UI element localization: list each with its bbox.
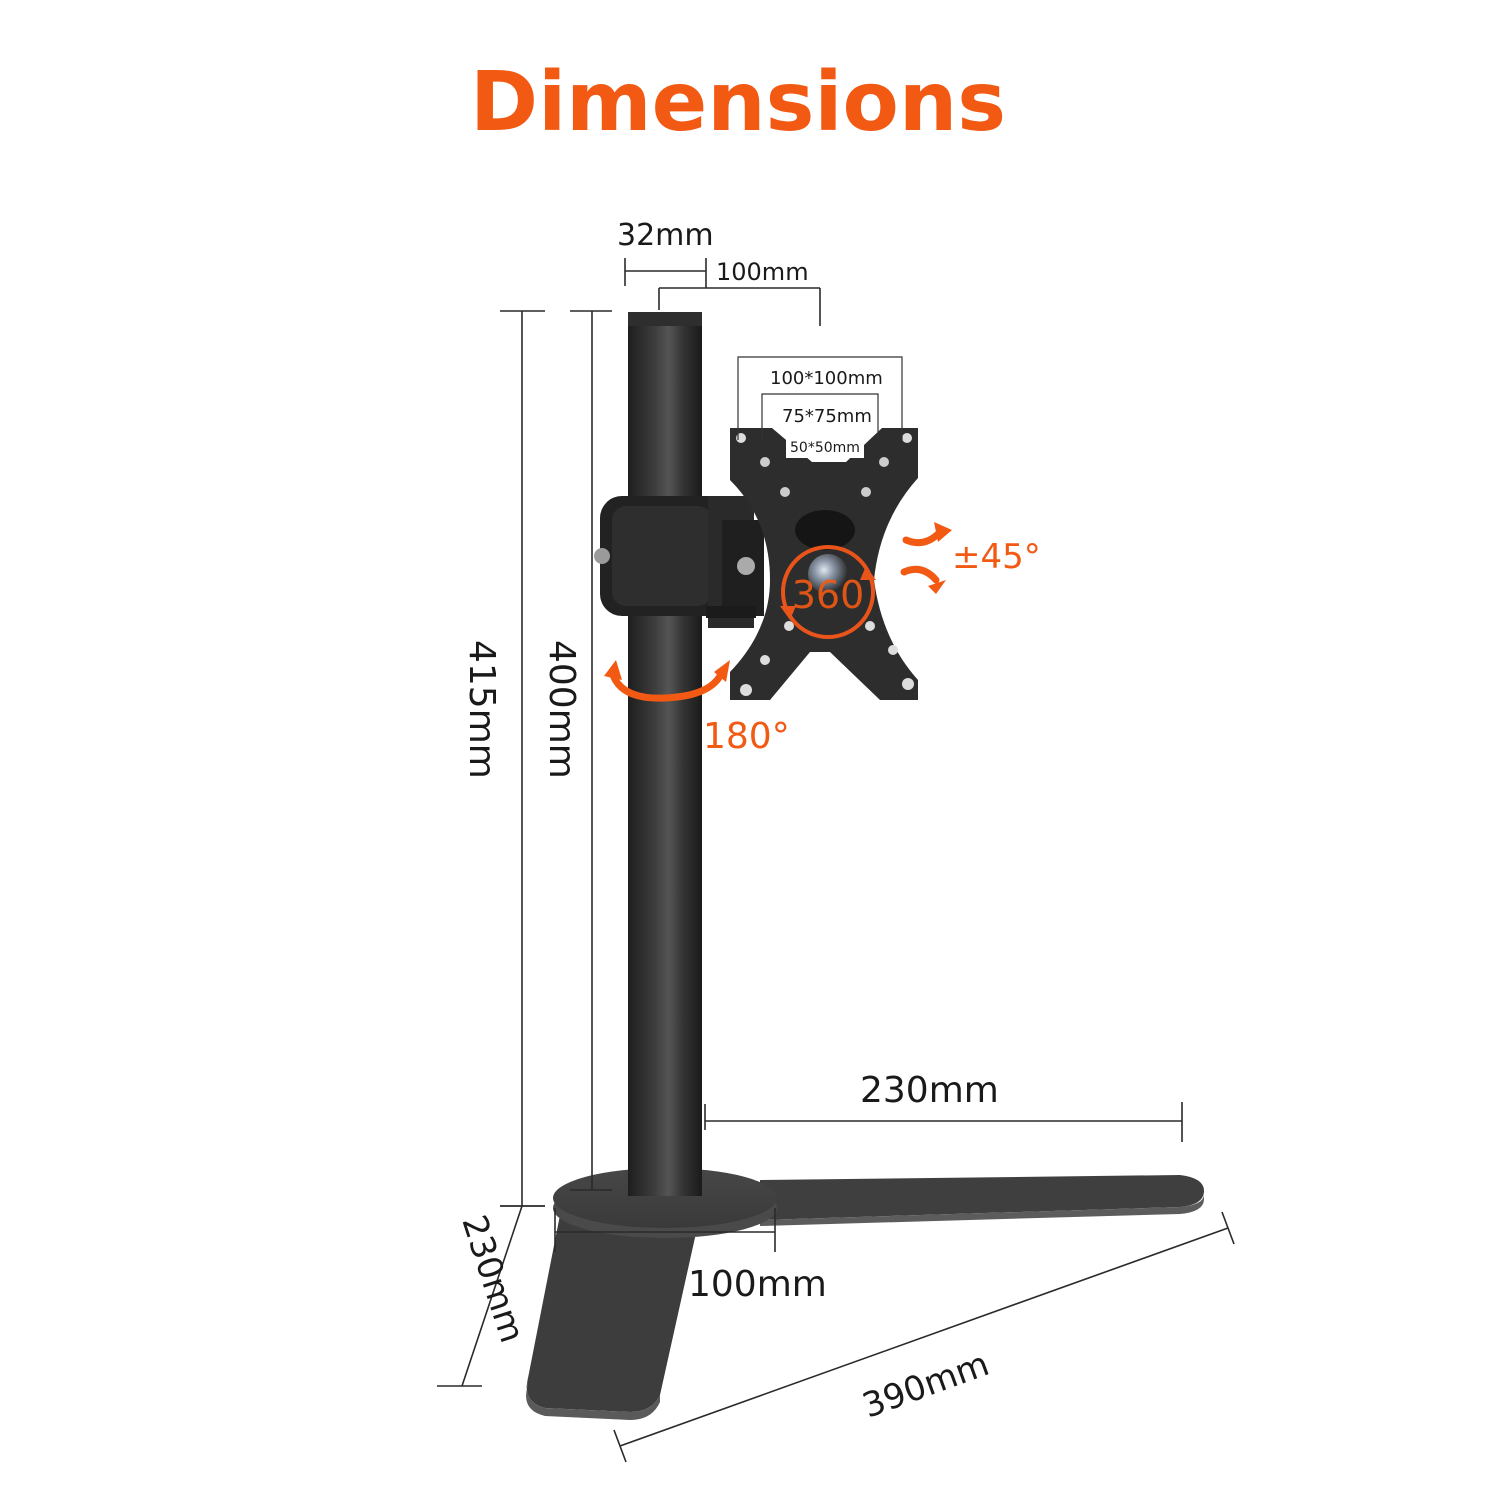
swivel-label: 180° [703,716,790,757]
dim-hub-diameter: 100mm [554,1208,827,1305]
pole-height-label: 400mm [541,640,582,779]
dim-front-leg: 230mm [437,1205,545,1387]
stand-base [526,1168,1205,1420]
pole-clamp [594,496,764,628]
front-leg-label: 230mm [453,1210,532,1347]
dim-vesa: 100*100mm 75*75mm 50*50mm [737,356,903,458]
page-title: Dimensions [470,55,1007,150]
dim-diagonal: 390mm [613,1211,1235,1463]
hub-diameter-label: 100mm [688,1264,827,1305]
pole-diameter-label: 32mm [617,218,714,253]
dim-pole-diameter: 32mm [617,218,714,288]
total-height-label: 415mm [461,640,502,779]
arm-offset-label: 100mm [716,258,809,286]
vesa-small-label: 50*50mm [790,440,860,456]
rotate-360-indicator: 360 [780,545,876,639]
vesa-large-label: 100*100mm [770,368,883,389]
dim-right-leg: 230mm [704,1070,1183,1142]
rotate-label: 360 [792,573,865,617]
tilt-indicator: ±45° [900,522,1041,594]
dim-arm-offset: 100mm [658,258,821,326]
diagonal-label: 390mm [857,1344,994,1426]
tilt-label: ±45° [952,537,1041,577]
vesa-plate [730,428,918,700]
dim-pole-height: 400mm [541,310,612,1191]
right-leg-label: 230mm [860,1070,999,1111]
vesa-medium-label: 75*75mm [782,406,872,427]
swivel-indicator: 180° [604,660,790,757]
stand-pole [628,312,702,1196]
dim-total-height: 415mm [461,310,545,1207]
